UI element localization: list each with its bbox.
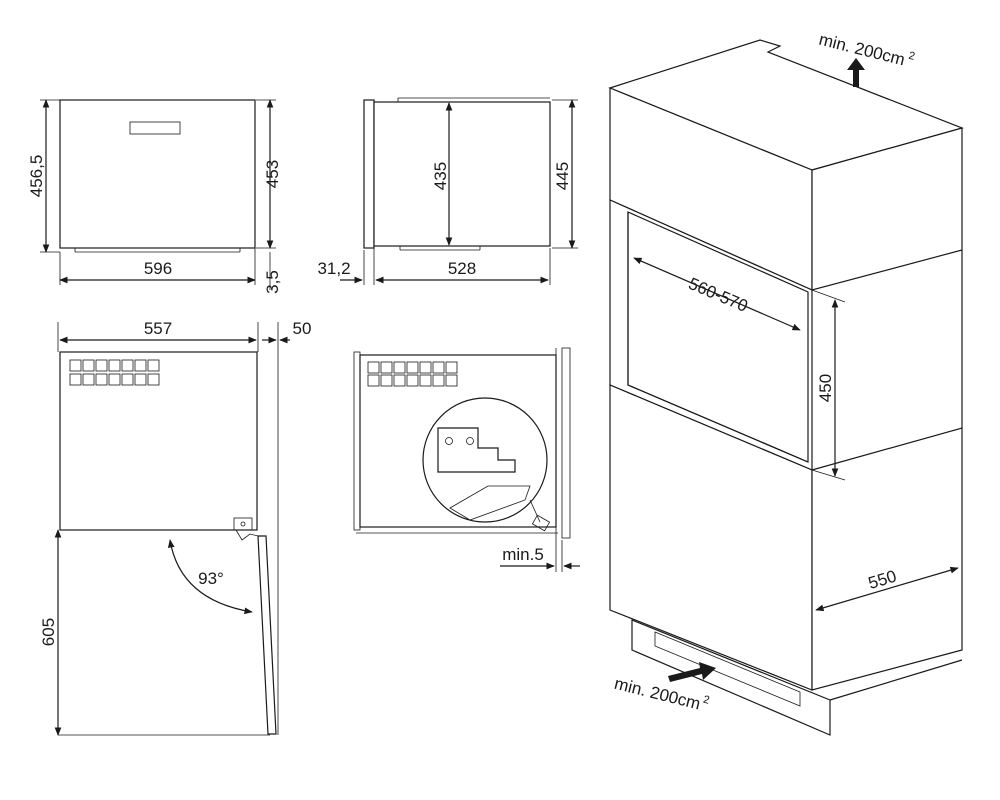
inner-height-label: 435 bbox=[431, 162, 450, 190]
door-angle-arc bbox=[167, 539, 253, 615]
vent-bottom-label: min. 200cm bbox=[612, 674, 702, 714]
svg-text:min. 200cm2: min. 200cm2 bbox=[817, 28, 916, 72]
magnified-detail bbox=[422, 397, 548, 523]
top-view: 557 50 605 93° bbox=[39, 319, 312, 736]
niche-height-label: 450 bbox=[816, 374, 835, 402]
detail-vent-grid bbox=[367, 361, 458, 387]
open-door bbox=[257, 535, 277, 735]
svg-text:min. 200cm2: min. 200cm2 bbox=[612, 672, 710, 716]
front-height-right-label: 453 bbox=[263, 160, 282, 188]
front-width-label: 596 bbox=[144, 259, 172, 278]
vent-top-label: min. 200cm bbox=[817, 30, 907, 70]
air-in-arrow-icon bbox=[668, 662, 716, 682]
door-length-label: 605 bbox=[39, 618, 58, 646]
foot-height-label: 3,5 bbox=[263, 270, 282, 294]
min-gap-label: min.5 bbox=[502, 545, 544, 564]
cabinet-view: 560-570 450 550 min. 200cm2 min. 200cm2 bbox=[608, 28, 964, 736]
detail-view: min.5 bbox=[353, 347, 580, 572]
control-display bbox=[129, 121, 181, 135]
front-frame bbox=[363, 99, 375, 249]
front-view: 456,5 453 3,5 596 bbox=[27, 99, 282, 294]
vent-bottom-superscript: 2 bbox=[702, 694, 711, 707]
cabinet-wall bbox=[561, 347, 571, 539]
vent-top-superscript: 2 bbox=[907, 50, 916, 63]
outer-height-label: 445 bbox=[553, 162, 572, 190]
bottom-vent bbox=[654, 631, 801, 707]
door-thickness-label: 50 bbox=[293, 319, 312, 338]
vent-grid bbox=[69, 359, 160, 386]
top-body bbox=[59, 351, 258, 531]
air-out-arrow-icon bbox=[847, 58, 865, 87]
depth-label: 528 bbox=[448, 259, 476, 278]
door-angle-label: 93° bbox=[198, 569, 224, 588]
side-view: 435 445 31,2 528 bbox=[317, 97, 578, 285]
frame-depth-label: 31,2 bbox=[317, 259, 350, 278]
front-panel bbox=[59, 99, 256, 249]
side-body bbox=[373, 101, 551, 247]
top-width-label: 557 bbox=[144, 319, 172, 338]
hinge bbox=[233, 517, 253, 531]
front-height-label: 456,5 bbox=[27, 155, 46, 198]
